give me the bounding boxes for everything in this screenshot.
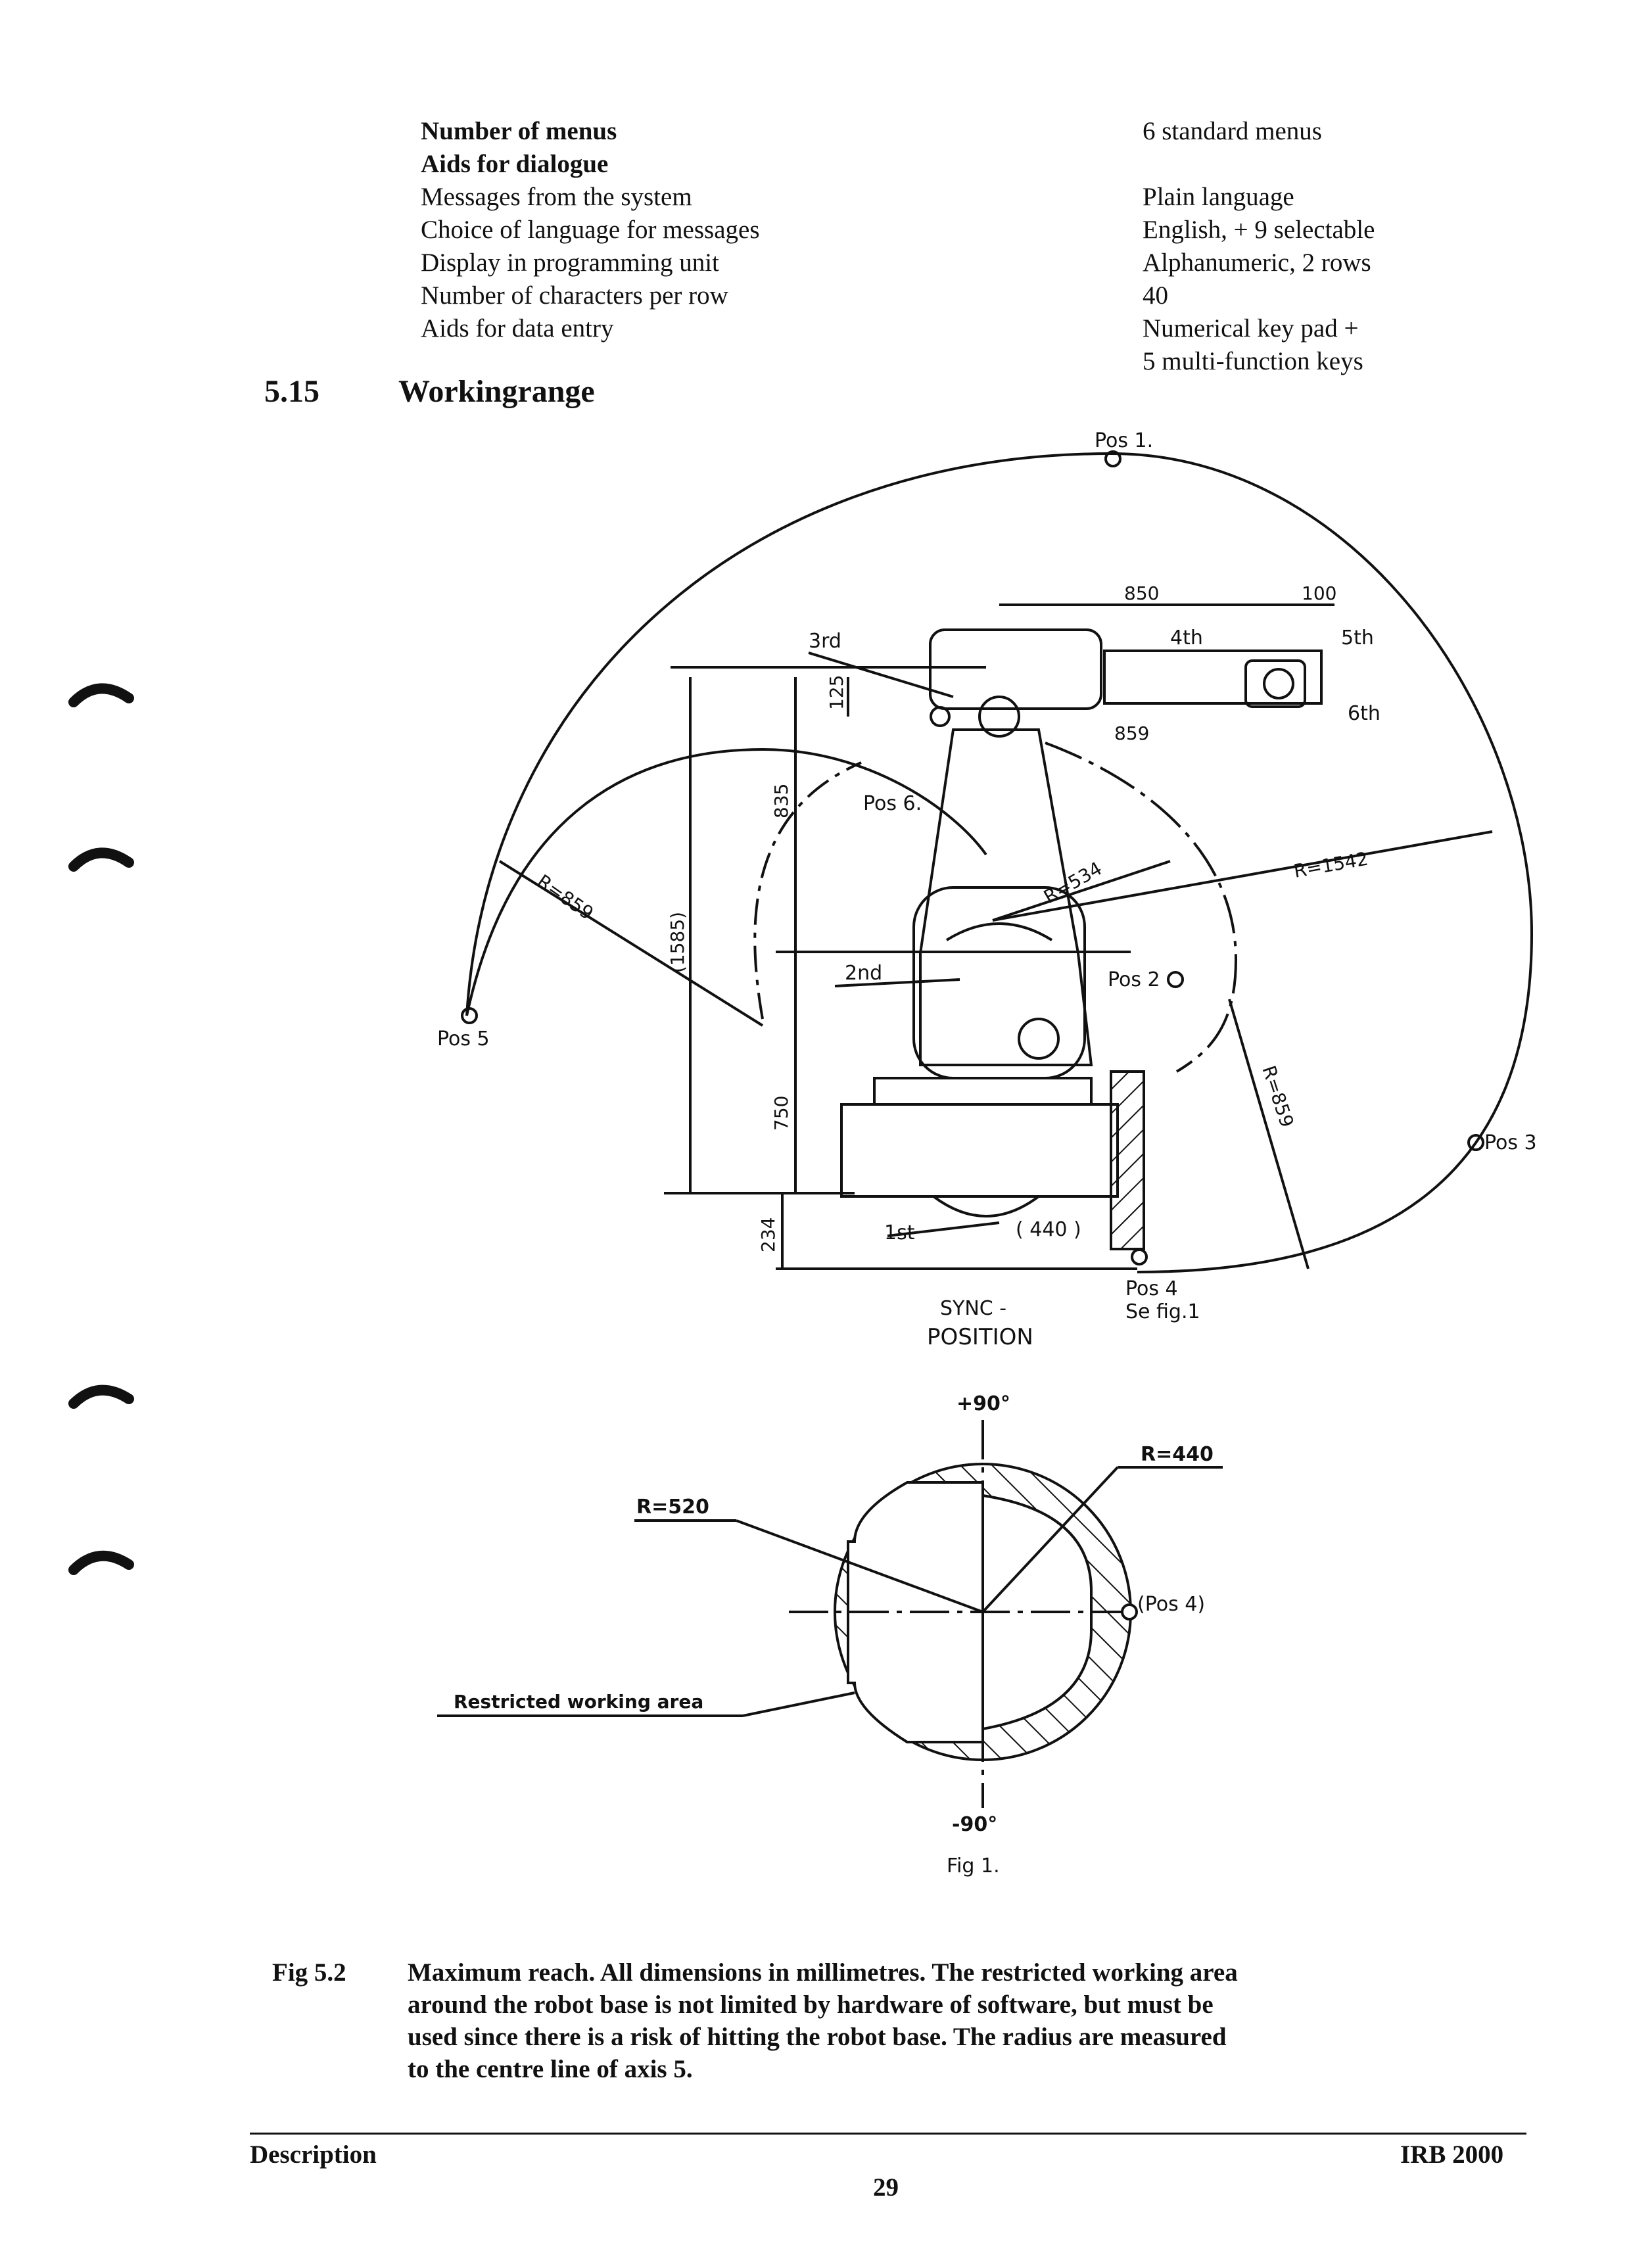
fig1-r520: R=520 xyxy=(636,1496,709,1519)
restricted-wall xyxy=(1110,1070,1145,1250)
robot-joint-small xyxy=(930,706,951,727)
spec-value-6: Numerical key pad + xyxy=(1143,314,1359,343)
spec-label-3: Choice of language for messages xyxy=(421,216,760,244)
radius-line-r859-left xyxy=(498,860,764,1027)
fig1-leader-r520 xyxy=(736,1519,983,1613)
section-number: 5.15 xyxy=(264,374,319,409)
label-3rd: 3rd xyxy=(809,630,841,653)
spec-label-6: Aids for data entry xyxy=(421,314,614,343)
label-pos6: Pos 6. xyxy=(863,792,922,815)
radius-line-r534 xyxy=(992,860,1171,922)
fig1-leader-restricted xyxy=(742,1691,855,1717)
robot-upper-arm xyxy=(929,628,1102,710)
label-pos5: Pos 5 xyxy=(437,1028,490,1051)
label-position: POSITION xyxy=(927,1324,1033,1350)
robot-elbow-joint xyxy=(978,696,1020,738)
pos3-marker xyxy=(1467,1134,1484,1151)
figure-caption-line-3: used since there is a risk of hitting th… xyxy=(408,2023,1227,2051)
dim-100: 100 xyxy=(1302,582,1336,604)
dim-859-small: 859 xyxy=(1114,722,1149,744)
pos4-marker xyxy=(1131,1248,1148,1265)
binder-mark-3 xyxy=(68,1384,134,1409)
label-5th: 5th xyxy=(1341,626,1374,650)
spec-label-5: Number of characters per row xyxy=(421,281,728,310)
pos5-marker xyxy=(461,1007,478,1024)
binder-mark-4 xyxy=(68,1550,134,1575)
robot-wrist xyxy=(1244,659,1306,708)
spec-value-4: Alphanumeric, 2 rows xyxy=(1143,248,1371,277)
binder-mark-1 xyxy=(68,683,134,707)
label-pos2: Pos 2 xyxy=(1108,968,1160,991)
figure-caption-line-4: to the centre line of axis 5. xyxy=(408,2055,693,2083)
leader-1st xyxy=(887,1221,1000,1237)
dim-835: 835 xyxy=(770,784,792,818)
footer-rule xyxy=(250,2133,1526,2135)
dim-750: 750 xyxy=(770,1096,792,1131)
spec-value-5: 40 xyxy=(1143,281,1168,310)
figure-caption-label: Fig 5.2 xyxy=(272,1958,346,1987)
label-pos1: Pos 1. xyxy=(1095,429,1153,452)
robot-shoulder-joint xyxy=(1018,1018,1060,1060)
radius-line-r859-right xyxy=(1228,999,1310,1269)
figure-caption-line-2: around the robot base is not limited by … xyxy=(408,1991,1214,2019)
robot-lower-arm xyxy=(919,728,1093,1066)
spec-label-2: Messages from the system xyxy=(421,183,692,211)
reach-arc-inner xyxy=(753,761,862,1020)
fig1-leader-r440 xyxy=(981,1466,1119,1613)
fig1-pos4: (Pos 4) xyxy=(1137,1593,1205,1616)
dim-125: 125 xyxy=(826,675,847,710)
footer-left: Description xyxy=(250,2140,377,2169)
robot-wrist-joint xyxy=(1263,668,1294,699)
leader-2nd xyxy=(834,978,960,987)
pos2-marker xyxy=(1167,971,1184,988)
dim-234: 234 xyxy=(757,1217,779,1252)
robot-forearm xyxy=(1103,650,1323,705)
label-4th: 4th xyxy=(1170,626,1203,650)
fig1-pos4-marker xyxy=(1121,1603,1138,1620)
spec-label-1: Aids for dialogue xyxy=(421,150,609,178)
reach-arc-right xyxy=(1045,742,1238,1073)
binder-mark-2 xyxy=(68,847,134,872)
reach-arc-left xyxy=(465,747,987,1016)
dim-440: ( 440 ) xyxy=(1016,1218,1081,1241)
label-2nd: 2nd xyxy=(845,962,882,985)
footer-right: IRB 2000 xyxy=(1400,2140,1504,2169)
label-pos3: Pos 3 xyxy=(1484,1131,1537,1154)
spec-label-0: Number of menus xyxy=(421,117,617,145)
spec-value-2: Plain language xyxy=(1143,183,1294,211)
label-sync: SYNC - xyxy=(940,1297,1006,1320)
fig1-restricted-label: Restricted working area xyxy=(454,1691,703,1713)
robot-base-dome xyxy=(932,1195,1040,1217)
page-number: 29 xyxy=(873,2173,899,2202)
spec-value-0: 6 standard menus xyxy=(1143,117,1322,145)
label-6th: 6th xyxy=(1348,702,1381,725)
fig1-minus90: -90° xyxy=(952,1813,997,1836)
reach-envelope-outer xyxy=(465,452,1534,1273)
spec-label-4: Display in programming unit xyxy=(421,248,719,277)
spec-value-3: English, + 9 selectable xyxy=(1143,216,1375,244)
fig1-r440: R=440 xyxy=(1141,1443,1214,1466)
leader-3rd xyxy=(808,651,954,698)
pos1-marker xyxy=(1104,450,1121,467)
label-1st: 1st xyxy=(884,1221,915,1244)
section-title: Workingrange xyxy=(398,374,595,409)
label-pos4: Pos 4 xyxy=(1125,1277,1178,1300)
fig1-plus90: +90° xyxy=(956,1392,1010,1415)
fig1-caption: Fig 1. xyxy=(947,1855,1000,1878)
dim-1585: (1585) xyxy=(667,912,688,973)
radius-line-r1542 xyxy=(992,830,1493,922)
label-se-fig1: Se fig.1 xyxy=(1125,1300,1200,1323)
robot-rotation-arrow xyxy=(945,922,1053,941)
dim-850: 850 xyxy=(1124,582,1159,604)
figure-caption-line-1: Maximum reach. All dimensions in millime… xyxy=(408,1958,1238,1987)
spec-value-7: 5 multi-function keys xyxy=(1143,347,1363,375)
